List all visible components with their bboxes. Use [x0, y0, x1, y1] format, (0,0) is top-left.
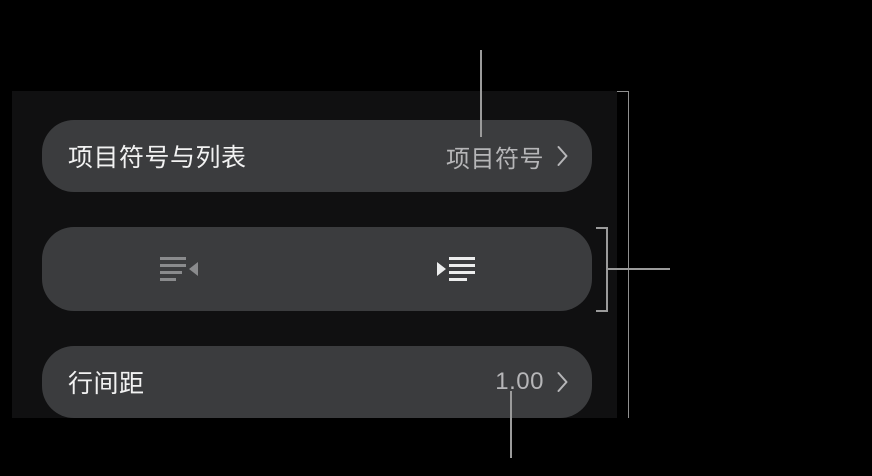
- line-spacing-label: 行间距: [68, 370, 145, 398]
- increase-indent-button[interactable]: [317, 227, 592, 311]
- bullets-and-lists-row-content: 项目符号与列表 项目符号: [42, 120, 592, 192]
- line-spacing-row-content: 行间距 1.00: [42, 346, 592, 418]
- panel-right-edge: [628, 91, 629, 418]
- decrease-indent-icon: [159, 257, 198, 281]
- bullets-and-lists-value-group: 项目符号: [446, 139, 570, 174]
- bullets-and-lists-label: 项目符号与列表: [68, 144, 247, 172]
- bullets-and-lists-value: 项目符号: [446, 145, 544, 173]
- callout-line-line-spacing-value: [510, 391, 512, 458]
- callout-line-bullets-value: [480, 50, 482, 137]
- line-spacing-value: 1.00: [495, 368, 544, 395]
- bracket-bottom-arm: [596, 310, 608, 312]
- format-settings-panel: 项目符号与列表 项目符号: [12, 91, 617, 418]
- chevron-right-icon: [556, 144, 570, 168]
- bracket-top-arm: [596, 227, 608, 229]
- indent-controls-content: [42, 227, 592, 311]
- indent-controls-row: [42, 227, 592, 311]
- decrease-indent-button[interactable]: [42, 227, 317, 311]
- line-spacing-row[interactable]: 行间距 1.00: [42, 346, 592, 418]
- chevron-right-icon: [556, 370, 570, 394]
- callout-leader-indent-row: [607, 268, 670, 270]
- line-spacing-value-group: 1.00: [495, 368, 570, 396]
- bullets-and-lists-row[interactable]: 项目符号与列表 项目符号: [42, 120, 592, 192]
- increase-indent-icon: [436, 257, 475, 281]
